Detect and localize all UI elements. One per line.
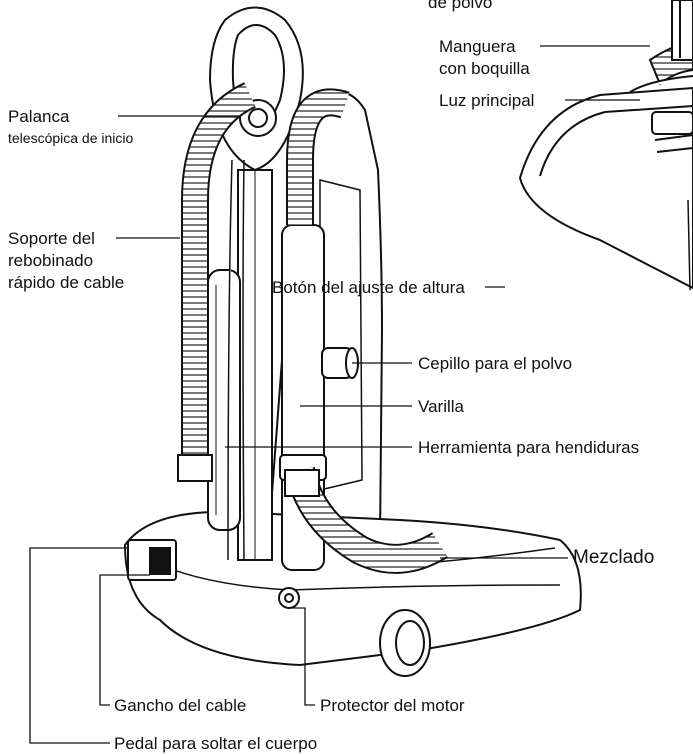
inset-vacuum-drawing bbox=[520, 0, 693, 290]
label-dust-partial: de polvo bbox=[428, 0, 492, 13]
label-main-light: Luz principal bbox=[439, 90, 534, 111]
label-body-release-pedal: Pedal para soltar el cuerpo bbox=[114, 733, 317, 754]
label-height-button: Botón del ajuste de altura bbox=[272, 277, 465, 298]
label-cord-hook: Gancho del cable bbox=[114, 695, 246, 716]
label-dust-brush: Cepillo para el polvo bbox=[418, 353, 572, 374]
label-cord-rewind-line2: rebobinado bbox=[8, 250, 93, 271]
label-cord-rewind-line1: Soporte del bbox=[8, 228, 95, 249]
label-crevice-tool: Herramienta para hendiduras bbox=[418, 437, 639, 458]
label-lever-line1: Palanca bbox=[8, 106, 69, 127]
label-motor-protector: Protector del motor bbox=[320, 695, 465, 716]
label-hose-nozzle-line1: Manguera bbox=[439, 36, 516, 57]
label-hose-nozzle-line2: con boquilla bbox=[439, 58, 530, 79]
label-wand: Varilla bbox=[418, 396, 464, 417]
label-lever-line2: telescópica de inicio bbox=[8, 128, 133, 149]
label-mixer: Mezclado bbox=[573, 547, 654, 568]
label-cord-rewind-line3: rápido de cable bbox=[8, 272, 124, 293]
